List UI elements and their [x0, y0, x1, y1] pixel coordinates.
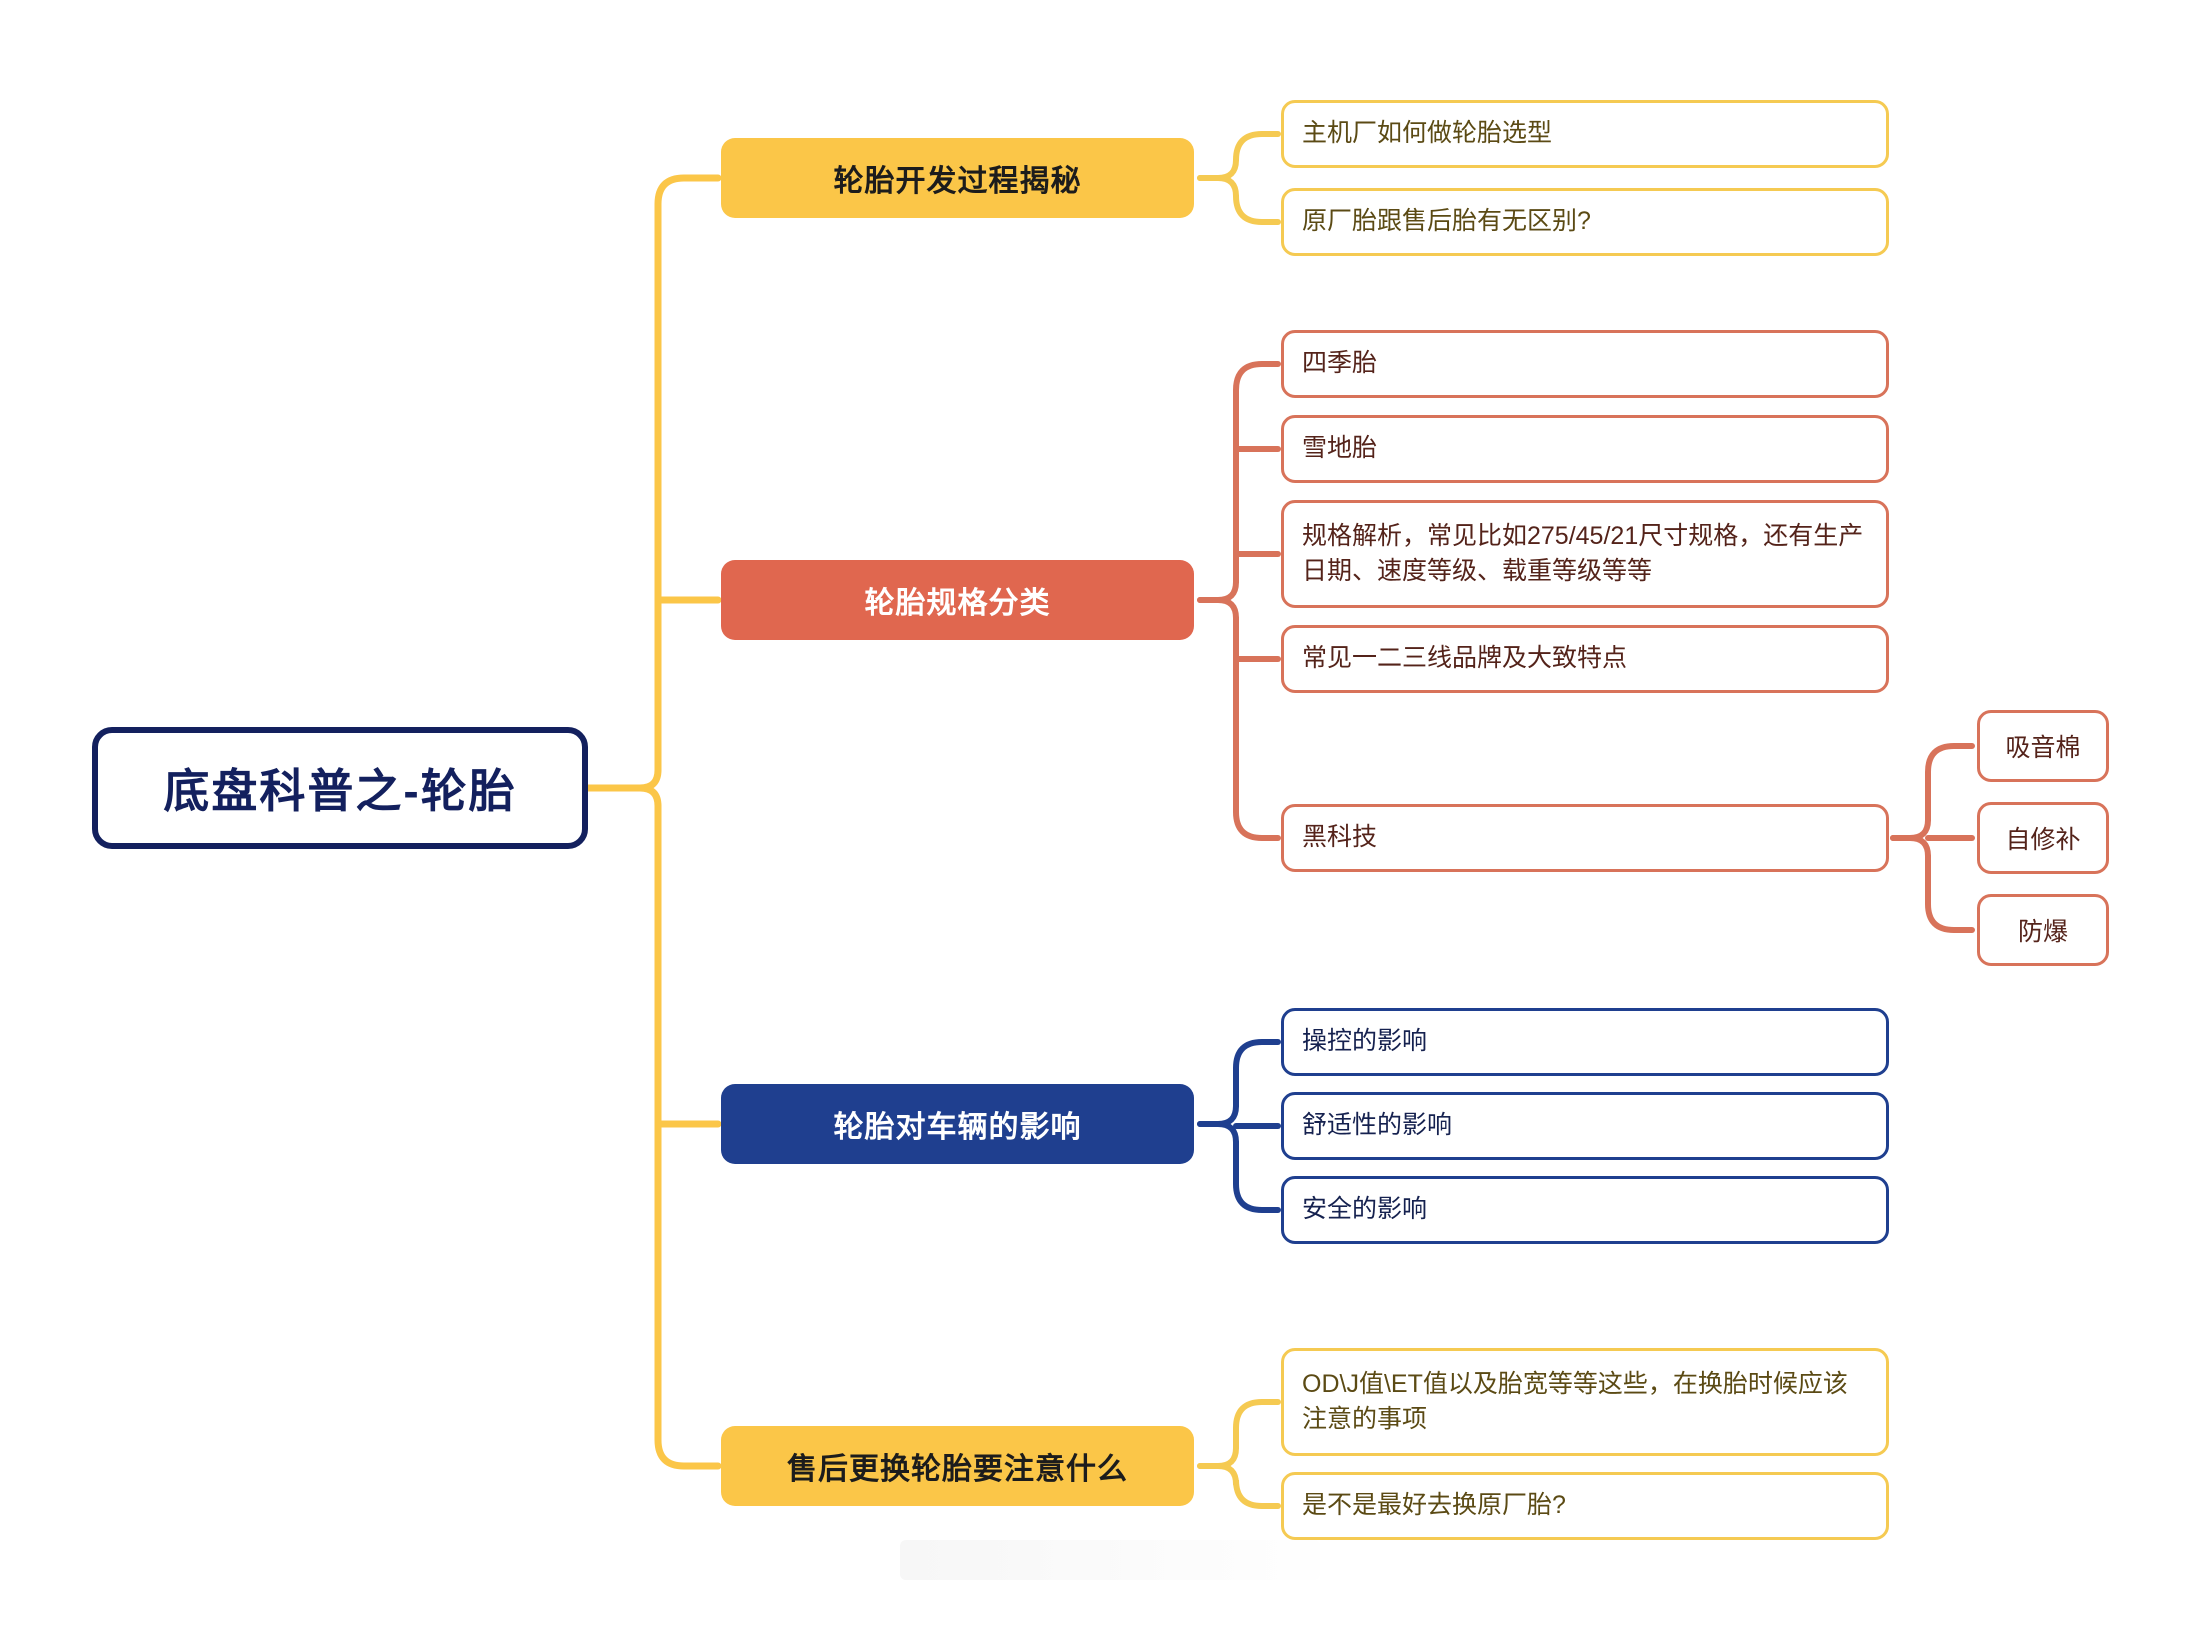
connector-path [584, 766, 662, 792]
leaf-node-2-3[interactable]: 规格解析，常见比如275/45/21尺寸规格，还有生产日期、速度等级、载重等级等… [1281, 500, 1889, 608]
subnode-run-flat[interactable]: 防爆 [1977, 894, 2109, 966]
subnode-label-2: 自修补 [2005, 826, 2081, 854]
branch-label-1: 轮胎开发过程揭秘 [833, 165, 1082, 198]
connector-path [1197, 579, 1239, 603]
leaf-node-4-1[interactable]: OD\J值\ET值以及胎宽等等这些，在换胎时候应该注意的事项 [1281, 1348, 1889, 1456]
leaf-node-2-5[interactable]: 黑科技 [1281, 804, 1889, 872]
connector-path [1233, 1399, 1281, 1451]
subnode-self-sealing[interactable]: 自修补 [1977, 802, 2109, 874]
root-label: 底盘科普之-轮胎 [163, 765, 517, 817]
connector-path [1233, 1139, 1281, 1213]
connector-path [1197, 1121, 1239, 1145]
leaf-label-2-5: 黑科技 [1302, 823, 1378, 852]
leaf-label-2-3: 规格解析，常见比如275/45/21尺寸规格，还有生产日期、速度等级、载重等级等… [1302, 521, 1864, 586]
branch-label-3: 轮胎对车辆的影响 [833, 1111, 1082, 1144]
branch-node-2[interactable]: 轮胎规格分类 [721, 560, 1194, 640]
connector-path [1197, 157, 1239, 181]
connector-path [1233, 361, 1281, 585]
branch-node-1[interactable]: 轮胎开发过程揭秘 [721, 138, 1194, 218]
leaf-label-1-2: 原厂胎跟售后胎有无区别? [1302, 207, 1591, 236]
leaf-label-2-4: 常见一二三线品牌及大致特点 [1302, 644, 1628, 673]
root-node[interactable]: 底盘科普之-轮胎 [92, 727, 588, 849]
branch-label-4: 售后更换轮胎要注意什么 [787, 1453, 1128, 1486]
subnode-label-1: 吸音棉 [2005, 734, 2081, 762]
leaf-node-2-1[interactable]: 四季胎 [1281, 330, 1889, 398]
leaf-label-2-2: 雪地胎 [1302, 434, 1378, 463]
connector-path [1233, 131, 1281, 163]
connector-path [1233, 193, 1281, 225]
connector-path [1197, 1445, 1239, 1469]
connector-path [1233, 615, 1281, 841]
connector-path [654, 174, 722, 774]
leaf-node-4-2[interactable]: 是不是最好去换原厂胎? [1281, 1472, 1889, 1540]
connector-path [654, 802, 722, 1470]
connector-path [1890, 835, 1931, 859]
branch-node-4[interactable]: 售后更换轮胎要注意什么 [721, 1426, 1194, 1506]
leaf-node-1-2[interactable]: 原厂胎跟售后胎有无区别? [1281, 188, 1889, 256]
leaf-node-3-2[interactable]: 舒适性的影响 [1281, 1092, 1889, 1160]
subnode-sound-absorbing-cotton[interactable]: 吸音棉 [1977, 710, 2109, 782]
connector-path [1197, 1103, 1239, 1127]
connector-path [1197, 175, 1239, 199]
subnode-label-3: 防爆 [2017, 918, 2068, 946]
leaf-label-2-1: 四季胎 [1302, 349, 1378, 378]
watermark-artifact [900, 1540, 1320, 1580]
leaf-label-3-1: 操控的影响 [1302, 1027, 1428, 1056]
leaf-label-1-1: 主机厂如何做轮胎选型 [1302, 119, 1553, 148]
connector-path [1233, 1479, 1281, 1509]
connector-path [1925, 853, 1975, 933]
leaf-node-3-3[interactable]: 安全的影响 [1281, 1176, 1889, 1244]
leaf-label-4-2: 是不是最好去换原厂胎? [1302, 1491, 1566, 1520]
leaf-node-2-2[interactable]: 雪地胎 [1281, 415, 1889, 483]
connector-path [1925, 743, 1975, 823]
leaf-node-2-4[interactable]: 常见一二三线品牌及大致特点 [1281, 625, 1889, 693]
leaf-node-3-1[interactable]: 操控的影响 [1281, 1008, 1889, 1076]
connector-path [584, 784, 662, 810]
connector-path [1233, 1039, 1281, 1109]
branch-node-3[interactable]: 轮胎对车辆的影响 [721, 1084, 1194, 1164]
leaf-node-1-1[interactable]: 主机厂如何做轮胎选型 [1281, 100, 1889, 168]
leaf-label-3-2: 舒适性的影响 [1302, 1111, 1453, 1140]
connector-path [1197, 1463, 1239, 1487]
connector-path [1890, 817, 1931, 841]
branch-label-2: 轮胎规格分类 [864, 587, 1051, 620]
leaf-label-4-1: OD\J值\ET值以及胎宽等等这些，在换胎时候应该注意的事项 [1302, 1369, 1848, 1434]
connector-path [1197, 597, 1239, 621]
leaf-label-3-3: 安全的影响 [1302, 1195, 1428, 1224]
